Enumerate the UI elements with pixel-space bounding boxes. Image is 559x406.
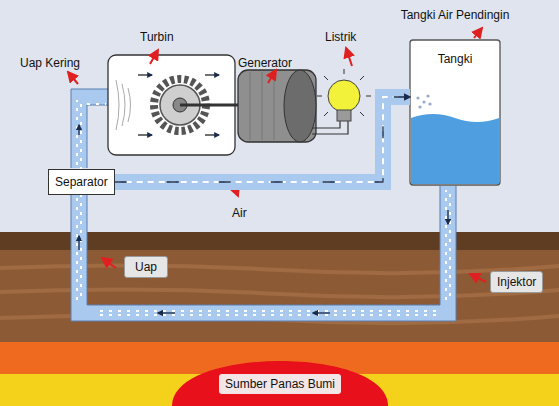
part-label: Listrik: [325, 30, 356, 44]
tank-label: Tangki: [438, 52, 473, 66]
tank: [410, 40, 500, 185]
part-label: Turbin: [140, 30, 174, 44]
separator-box: Separator: [48, 169, 115, 195]
tank-water: [411, 114, 499, 184]
label-box: Uap: [124, 256, 168, 278]
part-label: Generator: [238, 56, 292, 70]
part-label: Air: [232, 206, 247, 220]
water-texture: [115, 97, 410, 182]
tank-node: Tangki Air PendinginTangki: [410, 40, 500, 185]
generator-face: [284, 70, 316, 142]
node-label: Separator: [55, 175, 108, 189]
leader-arrow: [68, 28, 486, 282]
wire: [312, 120, 348, 134]
part-label: Uap Kering: [20, 56, 80, 70]
label-box: Injektor: [490, 271, 543, 293]
bulb-base: [337, 110, 351, 121]
node-label: Injektor: [497, 275, 536, 289]
tank-heading: Tangki Air Pendingin: [401, 8, 510, 22]
heat-dome: [172, 361, 388, 406]
water-drops: [416, 94, 431, 108]
node-label: Uap: [135, 260, 157, 274]
generator-ribs: [250, 72, 274, 140]
shaft: [180, 104, 240, 107]
steam-lines: [116, 80, 131, 130]
light-rays: [317, 69, 371, 116]
generator-body: [238, 70, 316, 142]
water-pipe: [115, 97, 410, 182]
heat-source-label: Sumber Panas Bumi: [219, 374, 341, 394]
flow-line: [115, 97, 410, 182]
water-pipe: [115, 97, 410, 182]
light-bulb: [328, 80, 360, 112]
heat-source: Sumber Panas Bumi: [172, 352, 388, 406]
